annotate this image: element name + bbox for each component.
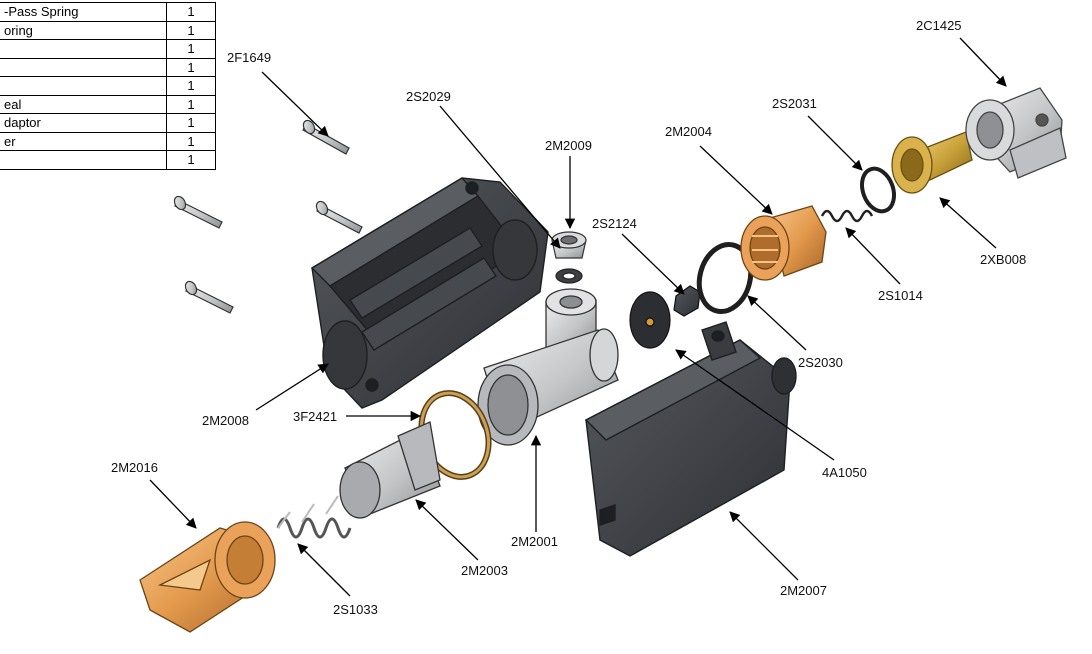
bom-row: 1 [0, 150, 216, 170]
spring-2s1033 [276, 495, 352, 539]
end-fitting-2m2016 [139, 521, 276, 633]
bom-qty: 1 [166, 131, 216, 151]
label-2m2016: 2M2016 [111, 460, 158, 475]
valve-body-2m2001 [477, 288, 619, 446]
label-2m2009: 2M2009 [545, 138, 592, 153]
screw-2f1649 [173, 195, 223, 229]
label-2f1649: 2F1649 [227, 50, 271, 65]
bom-qty: 1 [166, 150, 216, 170]
label-2m2008: 2M2008 [202, 413, 249, 428]
label-4a1050: 4A1050 [822, 465, 867, 480]
label-2s2124: 2S2124 [592, 216, 637, 231]
label-3f2421: 3F2421 [293, 409, 337, 424]
label-2s2029: 2S2029 [406, 89, 451, 104]
label-2s2030: 2S2030 [798, 355, 843, 370]
nut-2s2124 [673, 285, 701, 317]
bom-row: 1 [0, 57, 216, 77]
o-ring-2s2030 [696, 242, 754, 314]
part-labels: 2F1649 2S2029 2M2009 2M2004 2S2031 2C142… [111, 18, 1026, 617]
label-2xb008: 2XB008 [980, 252, 1026, 267]
bom-description: daptor [0, 113, 167, 133]
bom-row: 1 [0, 76, 216, 96]
diaphragm-4a1050 [629, 291, 671, 349]
bom-description: eal [0, 94, 167, 114]
washer-2s2029 [555, 268, 583, 284]
piston-2m2003 [339, 421, 441, 519]
label-2m2004: 2M2004 [665, 124, 712, 139]
screw-2f1649 [302, 119, 350, 155]
brass-fitting-2xb008 [891, 131, 973, 194]
elbow-fitting-2c1425 [965, 87, 1067, 179]
label-2s2031: 2S2031 [772, 96, 817, 111]
screw-2f1649 [315, 200, 363, 234]
screw-2f1649 [184, 280, 234, 314]
bronze-cap-2m2004 [740, 205, 827, 281]
label-2m2003: 2M2003 [461, 563, 508, 578]
label-2c1425: 2C1425 [916, 18, 962, 33]
label-2m2001: 2M2001 [511, 534, 558, 549]
housing-2m2008 [310, 177, 549, 409]
label-2m2007: 2M2007 [780, 583, 827, 598]
spring-2s1014 [820, 209, 874, 223]
label-2s1014: 2S1014 [878, 288, 923, 303]
bom-qty: 1 [166, 113, 216, 133]
label-2s1033: 2S1033 [333, 602, 378, 617]
leader-lines [149, 37, 1007, 597]
o-ring-2s2031 [860, 166, 896, 214]
